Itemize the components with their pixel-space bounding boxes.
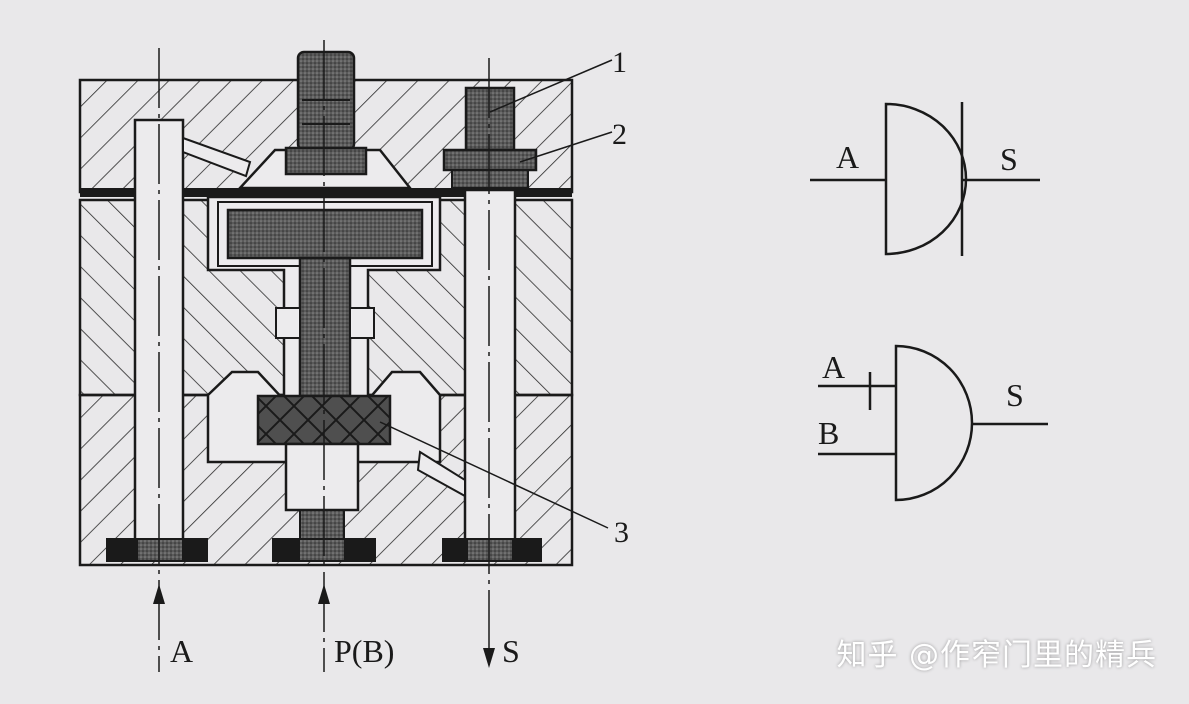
symbol-top-label-in: A <box>836 139 859 175</box>
stem-guide-right <box>349 307 375 339</box>
symbol-bottom-label-a: A <box>822 349 845 385</box>
port-label-p: P(B) <box>334 633 394 669</box>
port-label-s: S <box>502 633 520 669</box>
channel-p <box>284 442 360 512</box>
symbol-bottom-body <box>894 344 974 502</box>
leader-2 <box>519 131 613 163</box>
passage-upper <box>182 136 252 178</box>
callout-2: 2 <box>612 118 627 151</box>
symbol-bottom: A B S <box>818 344 1048 502</box>
symbol-bottom-label-b: B <box>818 415 839 451</box>
arrow-a-up <box>153 584 165 604</box>
arrow-p-up <box>318 584 330 604</box>
port-p-fill <box>300 540 344 560</box>
port-a-fill <box>138 540 182 560</box>
callout-1: 1 <box>612 46 627 79</box>
top-knob-nut <box>284 146 368 176</box>
valve-stem <box>298 256 352 400</box>
right-seal <box>442 148 538 172</box>
leader-1 <box>489 59 613 113</box>
right-seal-lower <box>451 169 529 189</box>
valve-section: 1 2 3 A P(B) S <box>78 40 629 672</box>
leader-3 <box>379 421 609 529</box>
passage-lower <box>416 450 466 498</box>
port-s-fill <box>468 540 512 560</box>
symbol-top: A S <box>810 102 1040 256</box>
arrow-s-down <box>483 648 495 668</box>
channel-s <box>463 188 517 542</box>
stem-guide-left <box>275 307 301 339</box>
right-plug <box>464 86 516 152</box>
channel-p-lower <box>299 509 345 541</box>
port-label-a: A <box>170 633 193 669</box>
diaphragm <box>80 188 572 197</box>
watermark: 知乎 @作窄门里的精兵 <box>836 638 1157 673</box>
symbol-bottom-label-out: S <box>1006 377 1024 413</box>
symbol-top-body <box>884 102 968 256</box>
symbol-top-label-out: S <box>1000 141 1018 177</box>
callout-3: 3 <box>614 516 629 549</box>
piston-plate <box>226 208 424 260</box>
